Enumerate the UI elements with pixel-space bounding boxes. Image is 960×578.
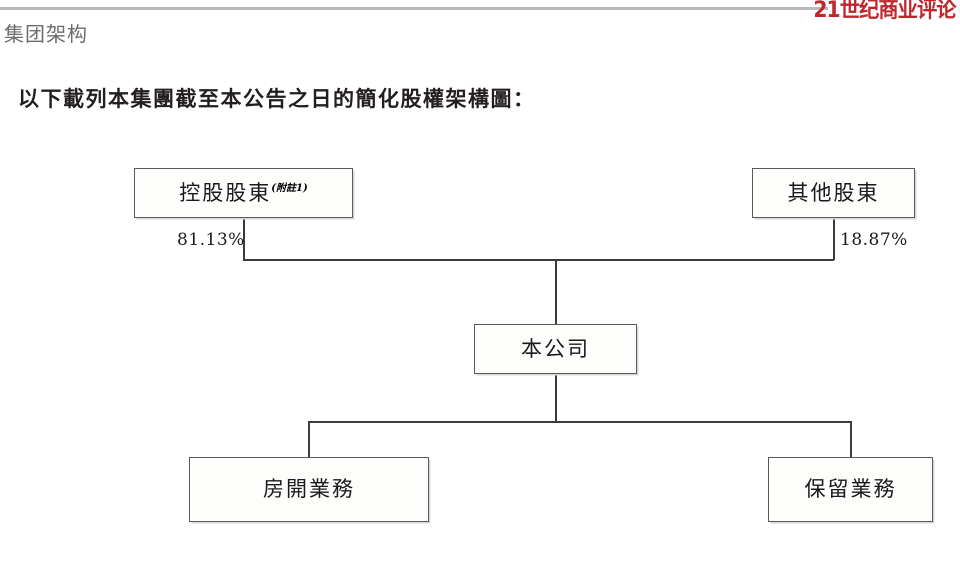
- brand-logo: 21世纪商业评论: [813, 0, 957, 23]
- intro-paragraph: 以下載列本集團截至本公告之日的簡化股權架構圖：: [18, 86, 536, 111]
- connector-company-down: [555, 374, 557, 422]
- node-other-shareholders-label: 其他股東: [787, 180, 880, 205]
- connector-to-company: [555, 259, 557, 324]
- connector-bottom-bar: [308, 421, 851, 423]
- connector-other-down: [833, 218, 835, 260]
- node-the-company-label: 本公司: [521, 336, 590, 361]
- edge-label-other-pct: 18.87%: [840, 230, 908, 250]
- header-divider: [0, 7, 828, 10]
- node-the-company[interactable]: 本公司: [474, 324, 637, 374]
- connector-controlling-down: [243, 218, 245, 260]
- node-retained-business-label: 保留業務: [804, 477, 897, 501]
- node-property-development-business[interactable]: 房開業務: [189, 457, 429, 522]
- node-controlling-shareholder[interactable]: 控股股東(附註1): [134, 168, 353, 218]
- page-title: 集团架构: [4, 22, 88, 46]
- node-controlling-shareholder-note: (附註1): [271, 182, 308, 194]
- node-other-shareholders[interactable]: 其他股東: [752, 168, 915, 218]
- node-retained-business[interactable]: 保留業務: [768, 457, 933, 522]
- connector-top-bar: [243, 259, 834, 261]
- edge-label-controlling-pct: 81.13%: [177, 230, 245, 250]
- node-controlling-shareholder-label: 控股股東: [179, 180, 272, 205]
- connector-to-retained: [850, 421, 852, 457]
- connector-to-property: [308, 421, 310, 457]
- node-property-development-business-label: 房開業務: [263, 477, 355, 501]
